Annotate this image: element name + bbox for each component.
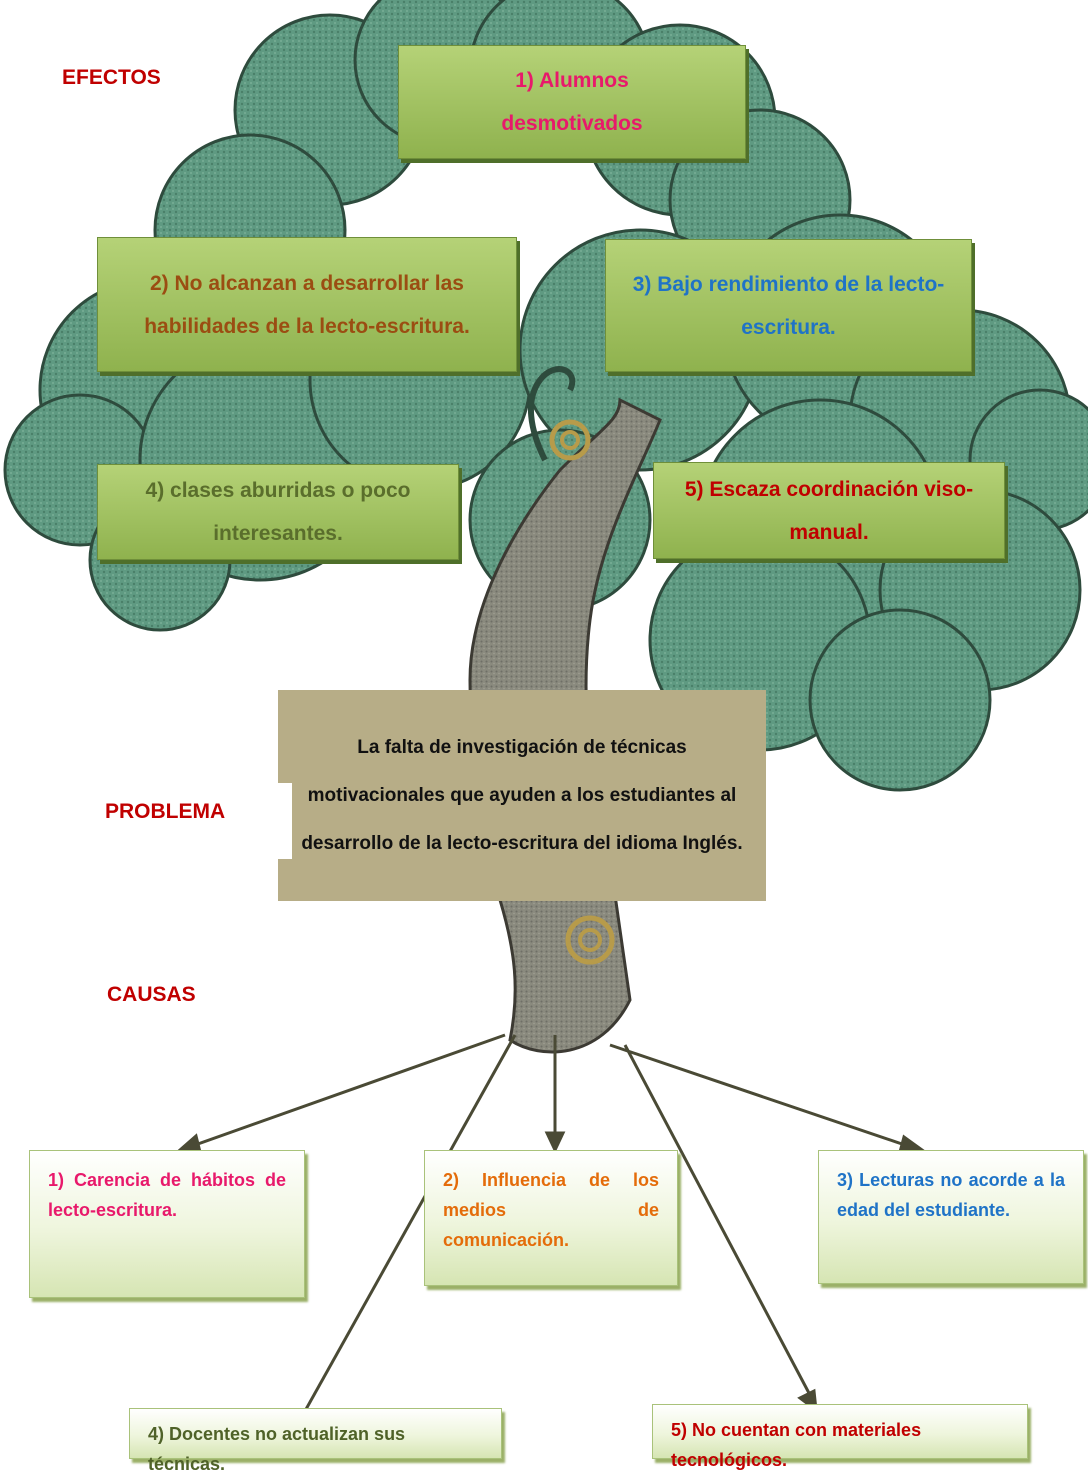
cause-box-3: 3) Lecturas no acorde a la edad del estu… [818,1150,1084,1284]
cause-box-1: 1) Carencia de hábitos de lecto-escritur… [29,1150,305,1298]
cause-text-2: 2) Influencia de los medios de comunicac… [443,1170,659,1250]
effect-text-3: 3) Bajo rendimiento de la lecto-escritur… [632,272,945,339]
effect-text-1: 1) Alumnos desmotivados [501,69,643,135]
problem-box-notch [278,783,292,859]
cause-text-1: 1) Carencia de hábitos de lecto-escritur… [48,1170,286,1220]
effect-box-1: 1) Alumnos desmotivados [398,45,746,159]
cause-box-4: 4) Docentes no actualizan sus técnicas. [129,1408,502,1474]
cause-text-5: 5) No cuentan con materiales tecnológico… [671,1420,922,1470]
cause-arrows [176,1033,927,1436]
cause-text-4: 4) Docentes no actualizan sus técnicas. [148,1424,406,1474]
effect-text-5: 5) Escaza coordinación viso-manual. [684,477,974,544]
effect-box-4: 4) clases aburridas o poco interesantes. [97,464,459,560]
effect-text-4: 4) clases aburridas o poco interesantes. [145,479,411,545]
cause-text-3: 3) Lecturas no acorde a la edad del estu… [837,1170,1065,1220]
cause-box-5: 5) No cuentan con materiales tecnológico… [652,1404,1028,1470]
label-causes: CAUSAS [107,983,196,1006]
label-effects: EFECTOS [62,66,161,89]
cause-box-2: 2) Influencia de los medios de comunicac… [424,1150,678,1286]
effect-box-3: 3) Bajo rendimiento de la lecto-escritur… [605,239,972,372]
label-problem: PROBLEMA [105,800,226,823]
effect-box-2: 2) No alcanzan a desarrollar las habilid… [97,237,517,372]
effect-box-5: 5) Escaza coordinación viso-manual. [653,462,1005,559]
problem-box: La falta de investigación de técnicas mo… [278,690,766,901]
effect-text-2: 2) No alcanzan a desarrollar las habilid… [144,271,470,338]
problem-text: La falta de investigación de técnicas mo… [301,736,743,854]
